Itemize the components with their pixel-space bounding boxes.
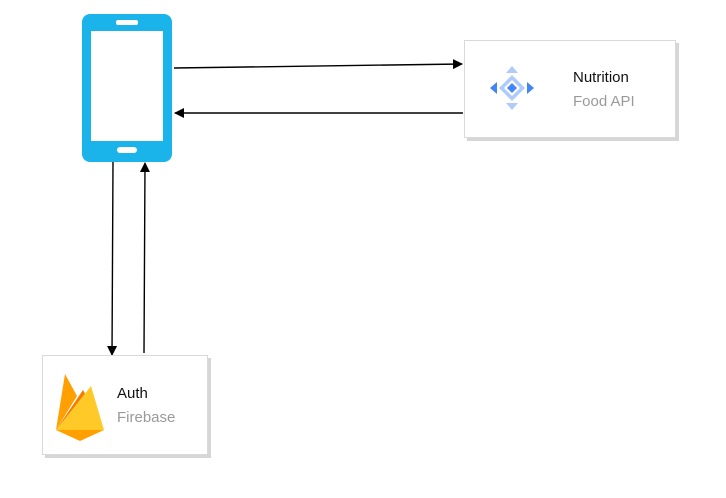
mobile-phone-icon[interactable] [82, 14, 172, 162]
arrow-auth-to-phone [139, 162, 150, 354]
auth-service-card[interactable]: Auth Firebase [42, 355, 208, 455]
arrow-phone-to-nutrition [173, 59, 463, 70]
nutrition-title: Nutrition [573, 69, 629, 86]
auth-title: Auth [117, 385, 148, 402]
auth-subtitle: Firebase [117, 409, 176, 426]
nutrition-subtitle: Food API [573, 93, 635, 110]
arrow-phone-to-auth [107, 161, 118, 356]
api-gateway-icon [487, 63, 537, 113]
nutrition-service-card[interactable]: Nutrition Food API [464, 40, 676, 138]
firebase-flame-icon [53, 368, 107, 442]
